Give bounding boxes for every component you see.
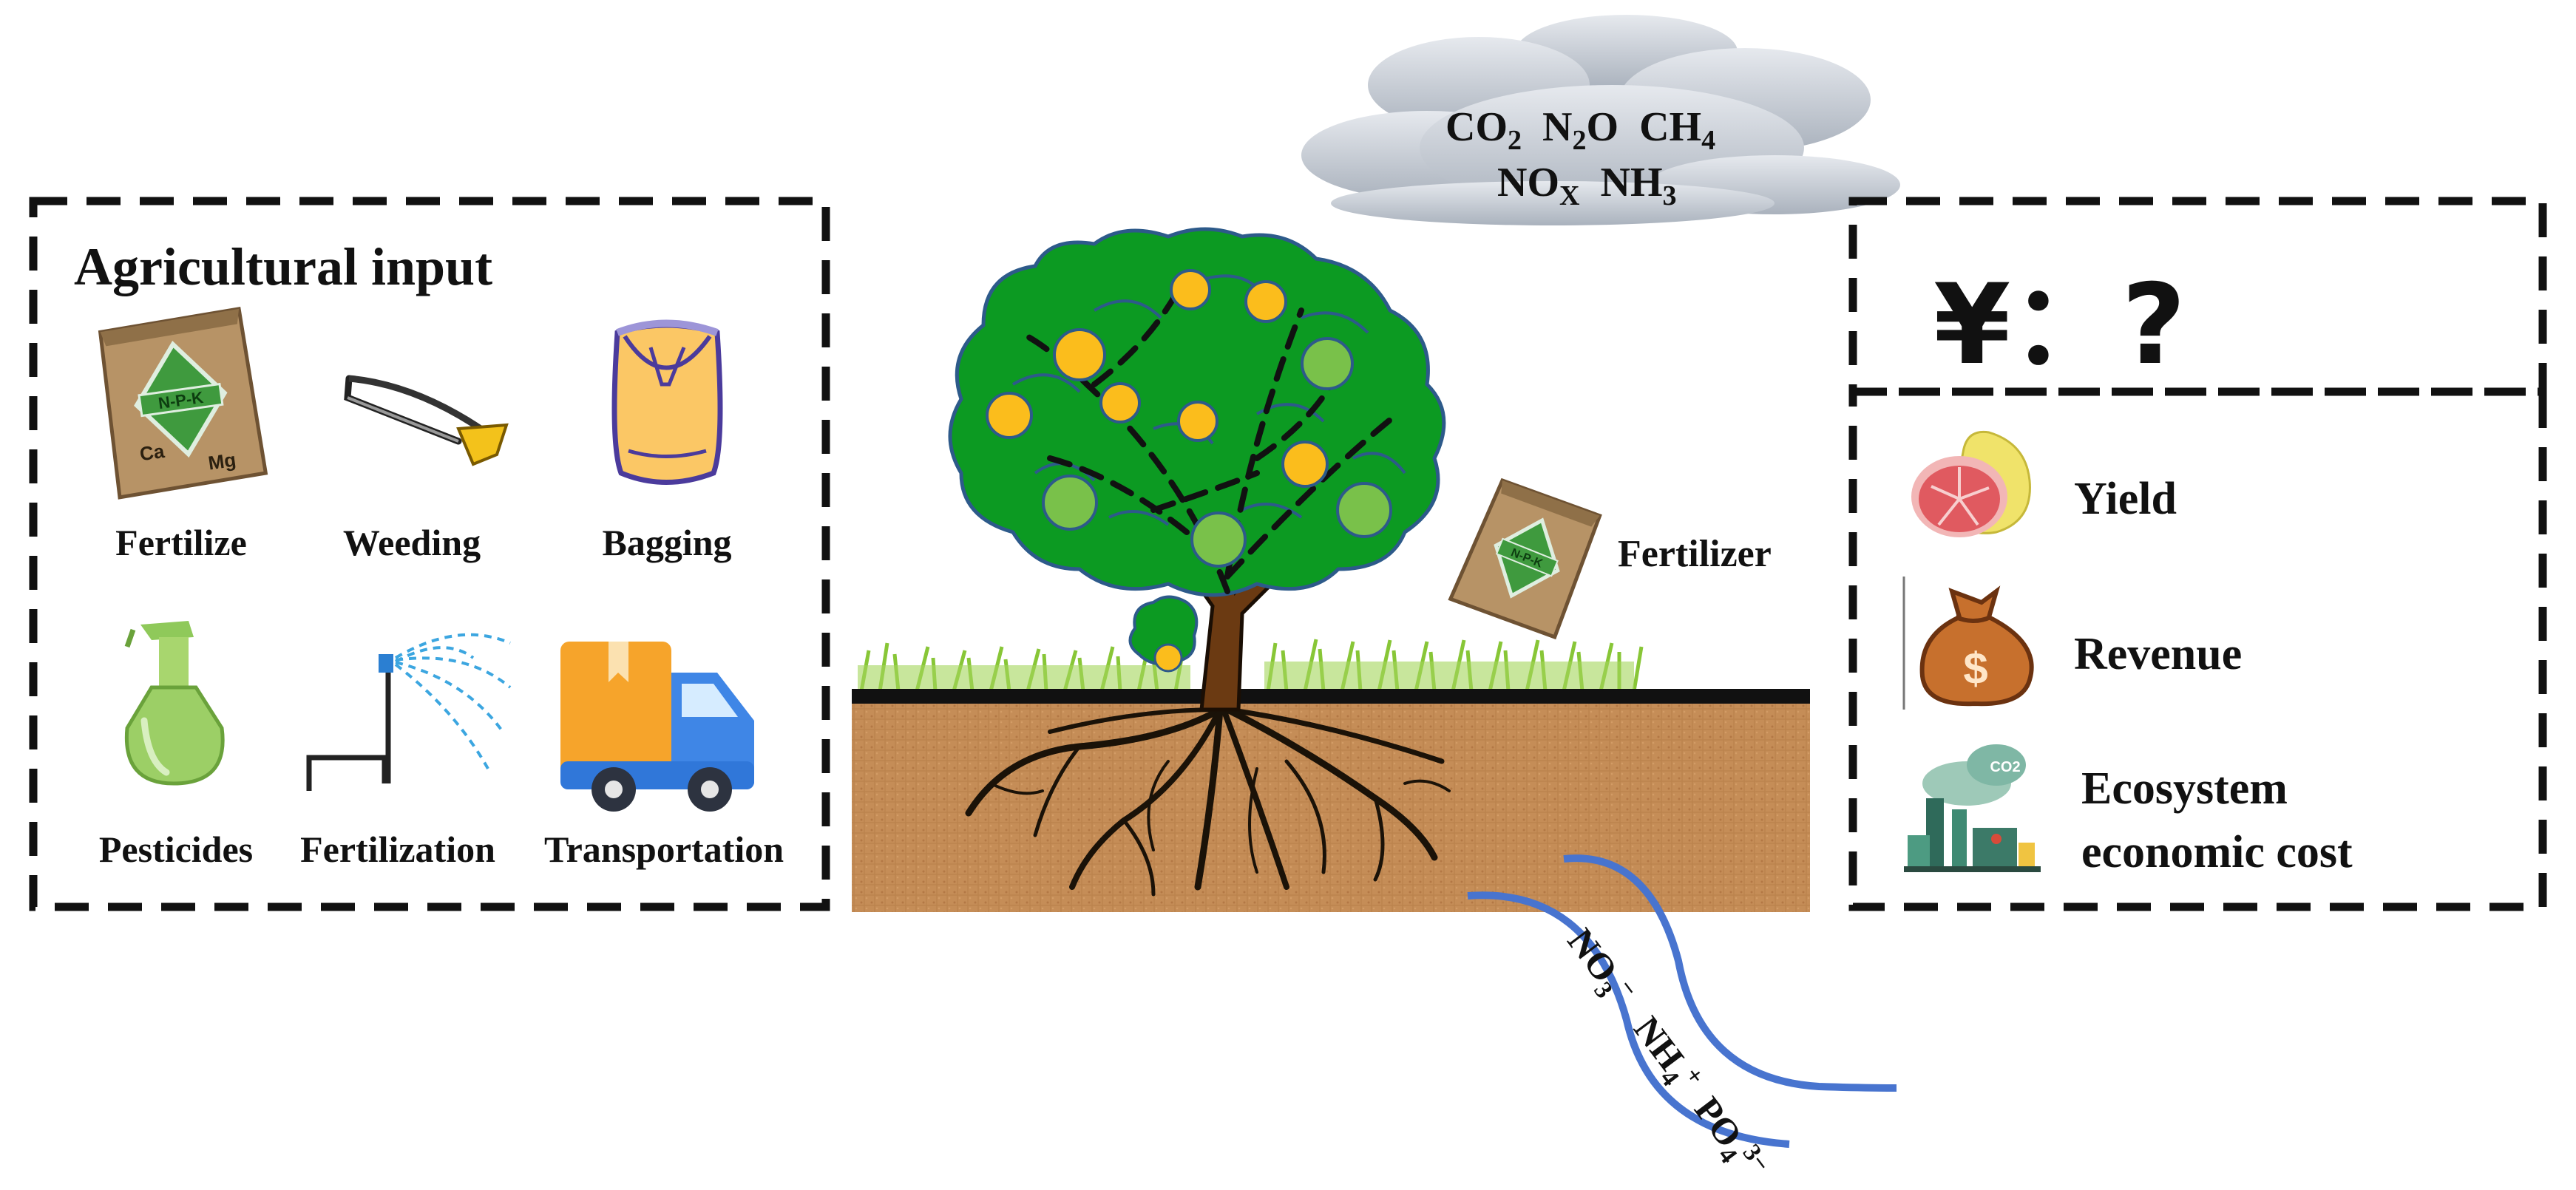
label-transportation: Transportation	[543, 829, 784, 870]
diagram-canvas: N-P-K Ca Mg	[29, 15, 2547, 1148]
factory-pollution-icon: CO2	[1904, 744, 2041, 872]
label-fertilize: Fertilize	[115, 522, 247, 563]
cloud-gases-line2: NOX NH3	[1497, 159, 1677, 212]
gas-nh3: NH3	[1600, 160, 1677, 212]
label-pesticides: Pesticides	[98, 829, 254, 870]
label-fertilization: Fertilization	[300, 829, 495, 870]
tree-roots	[965, 706, 1451, 897]
cost-separator: ：	[2010, 261, 2122, 390]
truck-icon	[560, 642, 754, 812]
label-revenue: Revenue	[2074, 629, 2243, 679]
ground-line	[852, 689, 1810, 704]
fruit-bag-icon	[611, 319, 723, 485]
bag-mg-text: Mg	[207, 449, 237, 475]
co2-cloud-text: CO2	[1990, 759, 2020, 775]
cost-unknown: ?	[2121, 261, 2186, 390]
label-economic-cost: economic cost	[2081, 827, 2353, 877]
fertilizer-label: Fertilizer	[1618, 533, 1772, 575]
yuan-symbol: ¥	[1933, 261, 2011, 390]
gas-nox: NOX	[1497, 160, 1580, 212]
tree-foliage	[948, 227, 1446, 673]
label-ecosystem: Ecosystem	[2081, 764, 2288, 814]
fertilizer-bag-center-icon: N-P-K	[1448, 477, 1602, 640]
label-bagging: Bagging	[602, 522, 732, 563]
cloud-gases-line1: CO2 N2O CH4	[1445, 103, 1716, 157]
money-bag-icon: $	[1902, 577, 2034, 710]
bag-ca-text: Ca	[138, 440, 166, 465]
agricultural-input-box	[29, 197, 830, 911]
soil-block	[852, 696, 1810, 912]
label-weeding: Weeding	[342, 522, 481, 563]
emissions-cloud	[1301, 15, 1900, 225]
label-yield: Yield	[2074, 474, 2177, 524]
hacksaw-icon	[344, 375, 509, 466]
outcome-box	[1848, 387, 2547, 911]
fertilizer-bag-icon: N-P-K Ca Mg	[98, 307, 268, 500]
cost-question: ¥：?	[1933, 235, 2186, 395]
gas-co2: CO2	[1445, 104, 1522, 157]
runoff-stream	[1467, 854, 1897, 1148]
pomelo-icon	[1911, 430, 2031, 537]
gas-ch4: CH4	[1639, 104, 1716, 157]
spray-bottle-icon	[124, 621, 225, 786]
dollar-text: $	[1963, 644, 1987, 693]
agricultural-input-title: Agricultural input	[74, 237, 493, 296]
gas-n2o: N2O	[1542, 104, 1619, 157]
sprinkler-icon	[306, 633, 512, 791]
